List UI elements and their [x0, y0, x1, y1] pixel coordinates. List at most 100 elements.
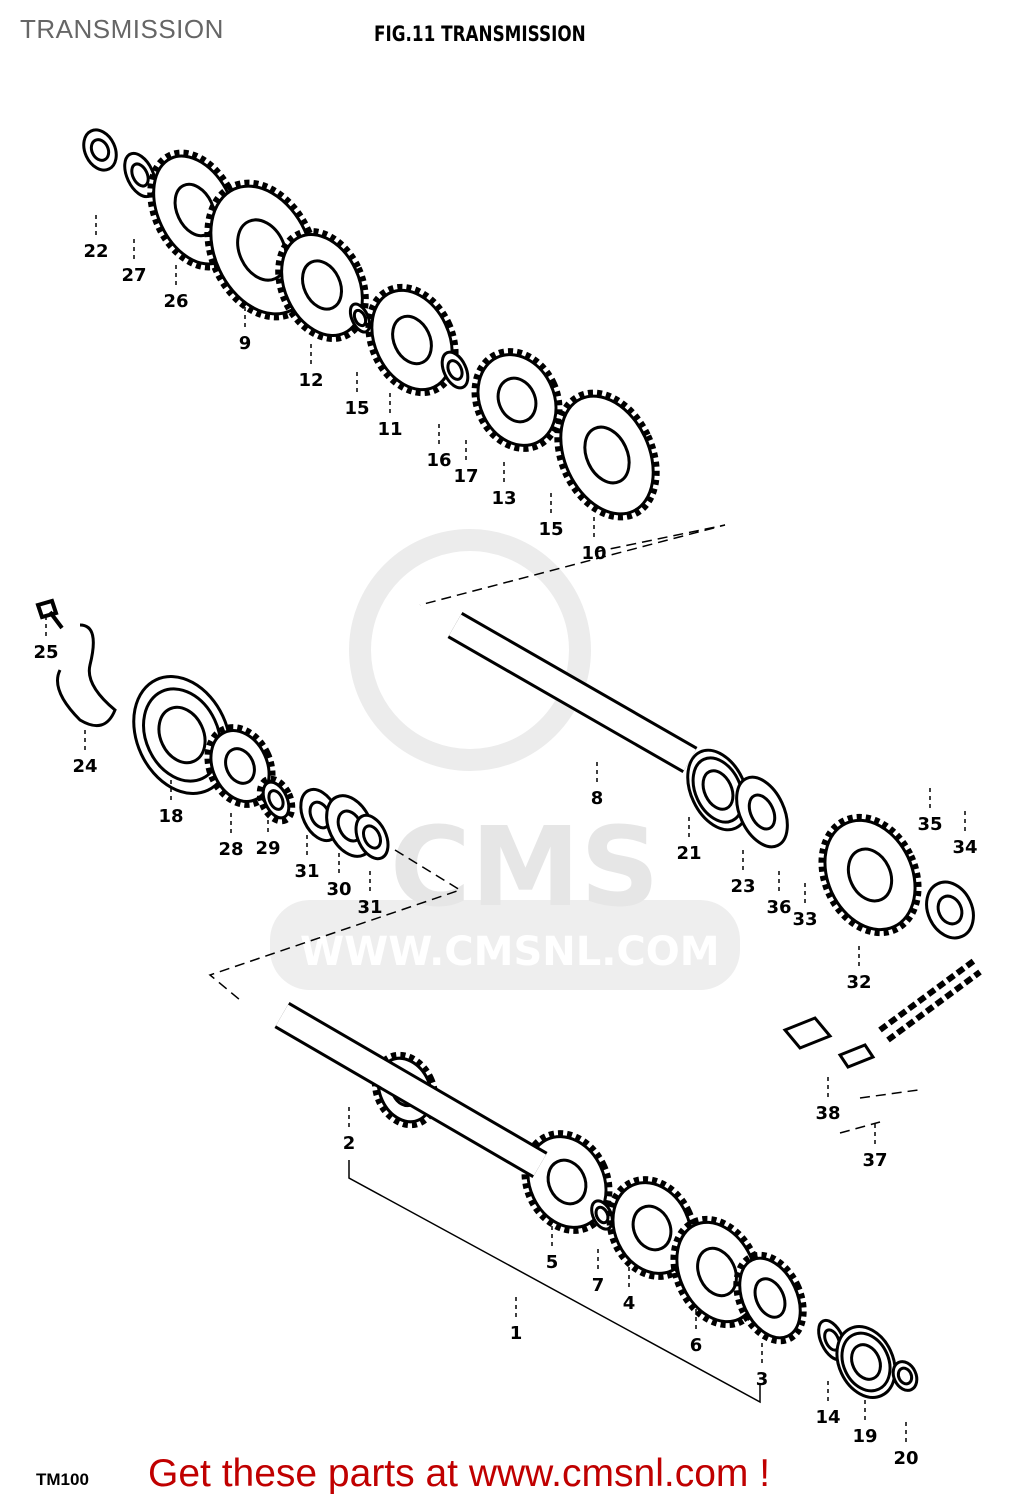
part-label: 36 [766, 897, 791, 918]
part-label: 21 [676, 843, 701, 864]
dashed-line [859, 1089, 919, 1099]
gear-teeth [818, 813, 922, 937]
part-label: 31 [294, 861, 319, 882]
part-label: 38 [815, 1103, 840, 1124]
gear [365, 283, 459, 397]
washer [735, 775, 789, 849]
part-label: 28 [218, 839, 243, 860]
race [840, 1331, 892, 1393]
bore [846, 847, 894, 903]
bore [361, 824, 383, 850]
part-label: 11 [377, 419, 402, 440]
bearing [686, 748, 750, 832]
race [142, 687, 222, 783]
gear [204, 724, 276, 808]
outline [611, 1181, 693, 1275]
part-label: 15 [344, 398, 369, 419]
bore [224, 747, 256, 785]
part-label: 4 [623, 1293, 636, 1314]
part-label: 12 [298, 370, 323, 391]
washer [354, 813, 390, 861]
part-label: 23 [730, 876, 755, 897]
part-label: 15 [538, 519, 563, 540]
race [691, 756, 745, 824]
part-label: 37 [862, 1150, 887, 1171]
bore [747, 793, 777, 831]
part-label: 16 [426, 450, 451, 471]
bore [696, 1246, 738, 1298]
part-label: 32 [846, 972, 871, 993]
gear-teeth [471, 348, 563, 452]
part-label: 8 [591, 788, 604, 809]
chain-joint [782, 1016, 876, 1069]
shaft [449, 614, 696, 771]
gear [256, 775, 296, 825]
bore [267, 789, 285, 811]
outline [209, 729, 271, 803]
part-label: 3 [756, 1369, 769, 1390]
part-label: 14 [815, 1407, 840, 1428]
part-label: 13 [491, 488, 516, 509]
gear-teeth [275, 228, 369, 342]
outline [370, 288, 454, 392]
page-title: TRANSMISSION [20, 14, 224, 44]
part-label: 6 [690, 1335, 703, 1356]
gear-teeth [365, 283, 459, 397]
washer [440, 350, 470, 390]
part-label: 25 [33, 642, 58, 663]
outline [823, 818, 917, 932]
part-label: 22 [83, 241, 108, 262]
outline [559, 394, 655, 516]
bore [546, 1158, 588, 1206]
gear-teeth [733, 1251, 807, 1345]
gear [818, 813, 922, 937]
bore [896, 1366, 914, 1386]
part-label: 1 [510, 1323, 523, 1344]
outline [675, 1220, 759, 1324]
dashed-line [208, 849, 462, 1001]
cta-link[interactable]: Get these parts at www.cmsnl.com ! [148, 1452, 771, 1495]
bearing [835, 1325, 897, 1399]
part-label: 34 [952, 837, 977, 858]
bore [631, 1204, 673, 1252]
outline [735, 775, 789, 849]
gear [521, 1130, 613, 1234]
gear-teeth [554, 389, 660, 521]
part-label: 19 [852, 1426, 877, 1447]
outline [82, 128, 118, 172]
figure-title: FIG.11 TRANSMISSION [374, 22, 586, 46]
outline [925, 880, 975, 940]
parts [35, 128, 982, 1399]
part-label: 18 [158, 806, 183, 827]
bore [583, 425, 631, 485]
diagram-code: TM100 [36, 1470, 89, 1489]
stopper-plate [56, 623, 117, 728]
shaft [275, 1004, 547, 1176]
gear [275, 228, 369, 342]
outline [526, 1135, 608, 1229]
part-label: 27 [121, 265, 146, 286]
outline [476, 353, 558, 447]
bore [496, 376, 538, 424]
gear [606, 1176, 698, 1280]
dashed-line [839, 1121, 881, 1134]
part-label: 33 [792, 909, 817, 930]
bore [594, 1205, 610, 1225]
washer [891, 1360, 919, 1392]
gear [471, 348, 563, 452]
bore [236, 218, 288, 282]
bearing [132, 675, 232, 795]
washer [348, 302, 372, 334]
assembly-bracket [348, 1160, 761, 1404]
washer [925, 880, 975, 940]
watermark-url: WWW.CMSNL.COM [300, 929, 720, 975]
bore [352, 308, 368, 328]
drive-chain [878, 957, 982, 1043]
bore [446, 359, 464, 381]
watermark-logo: CMS [390, 803, 659, 931]
gear-teeth [606, 1176, 698, 1280]
part-label: 30 [326, 879, 351, 900]
part-label: 29 [255, 838, 280, 859]
bore [753, 1277, 787, 1319]
